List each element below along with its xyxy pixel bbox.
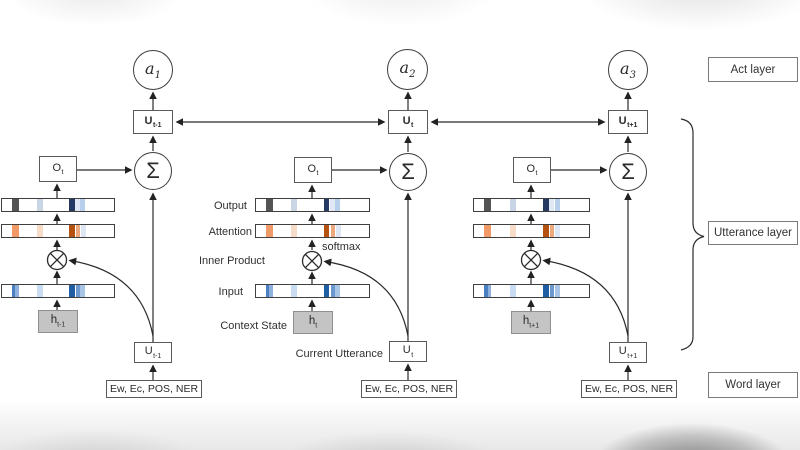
utterance-layer-label: Utterance layer bbox=[714, 227, 792, 239]
row-label-context-state: Context State bbox=[220, 320, 287, 332]
row-label-softmax: softmax bbox=[322, 241, 361, 253]
inner-product-operator-t bbox=[301, 250, 323, 272]
utterance-layer-box: Utterance layer bbox=[708, 221, 798, 245]
act-layer-box: Act layer bbox=[708, 57, 798, 82]
arrows-column-t bbox=[308, 91, 412, 380]
utterance-layer-brace bbox=[680, 118, 705, 351]
arrows-column-t+1 bbox=[527, 91, 632, 380]
row-label-inner-product: Inner Product bbox=[198, 255, 265, 267]
word-layer-label: Word layer bbox=[725, 379, 781, 391]
inner-product-operator-t-1 bbox=[46, 249, 68, 271]
row-label-output: Output bbox=[213, 200, 247, 212]
act-layer-label: Act layer bbox=[730, 63, 776, 76]
arrows-column-t-1 bbox=[53, 91, 157, 380]
inner-product-operator-t+1 bbox=[520, 249, 542, 271]
row-label-current-utterance: Current Utterance bbox=[295, 348, 383, 360]
row-label-input: Input bbox=[218, 286, 243, 298]
row-label-attention: Attention bbox=[208, 226, 252, 238]
word-layer-box: Word layer bbox=[708, 372, 798, 398]
